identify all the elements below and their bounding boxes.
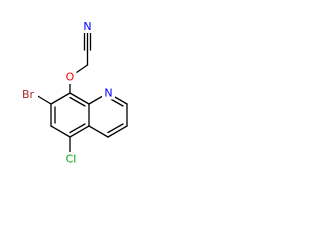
bond-c5-c4a-inner bbox=[69, 123, 86, 134]
ring-nitrogen-label: N bbox=[104, 87, 112, 100]
bond-c8-c7 bbox=[50, 92, 71, 105]
chemical-structure: N O Br N Cl bbox=[18, 20, 128, 166]
bromine-atom: Br bbox=[18, 88, 38, 101]
bond-c8a-c8-inner bbox=[69, 96, 86, 107]
bond-c6-c5 bbox=[50, 125, 71, 138]
bond-c7-br bbox=[35, 94, 52, 105]
nitrile-nitrogen-label: N bbox=[83, 20, 91, 33]
bond-c3-c4 bbox=[107, 125, 128, 138]
ether-oxygen-label: O bbox=[66, 71, 75, 84]
chlorine-label: Cl bbox=[66, 153, 77, 166]
ring-nitrogen: N bbox=[102, 86, 115, 100]
ether-oxygen: O bbox=[63, 70, 77, 84]
atom-labels: N O Br N Cl bbox=[18, 20, 115, 166]
bond-c8a-c8 bbox=[69, 92, 90, 105]
bromine-label: Br bbox=[22, 88, 35, 101]
nitrile-nitrogen: N bbox=[81, 20, 94, 33]
bond-c5-c4a bbox=[69, 125, 90, 138]
chlorine-atom: Cl bbox=[62, 152, 80, 166]
bond-c4-c4a bbox=[88, 125, 109, 138]
bond-c3-c4-inner bbox=[107, 123, 124, 134]
